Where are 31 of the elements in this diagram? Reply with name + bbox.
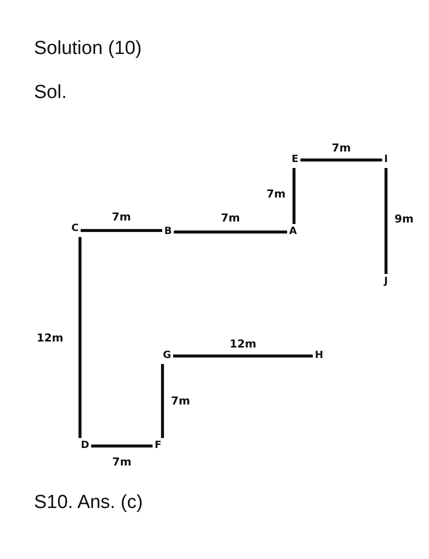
edge-label: 7m <box>170 394 190 408</box>
point-label: J <box>384 276 388 288</box>
edge-label: 7m <box>112 210 131 223</box>
text-line: Solution (10) <box>34 38 142 60</box>
point-label: F <box>154 440 162 452</box>
edge-label: 7m <box>220 212 240 224</box>
line-segment <box>173 354 313 358</box>
point-label: E <box>292 154 298 166</box>
text-line: Sol. <box>34 82 67 104</box>
edge-label: 7m <box>112 456 132 468</box>
line-segment <box>161 364 164 438</box>
line-segment <box>78 237 82 438</box>
line-segment <box>80 229 162 232</box>
point-label: C <box>71 223 79 235</box>
point-label: G <box>162 350 172 362</box>
edge-label: 7m <box>266 188 286 200</box>
line-segment <box>384 168 388 274</box>
point-label: A <box>289 226 297 238</box>
text-line: S10. Ans. (c) <box>34 492 143 514</box>
line-segment <box>91 444 153 448</box>
line-segment <box>300 158 382 162</box>
edge-label: 9m <box>394 212 414 226</box>
line-segment <box>174 230 288 234</box>
point-label: H <box>314 350 324 362</box>
edge-label: 12m <box>230 338 256 350</box>
edge-label: 7m <box>332 142 351 154</box>
point-label: B <box>164 226 172 238</box>
point-label: D <box>80 440 90 452</box>
edge-label: 12m <box>36 331 64 344</box>
line-segment <box>292 168 296 224</box>
point-label: I <box>384 154 388 166</box>
